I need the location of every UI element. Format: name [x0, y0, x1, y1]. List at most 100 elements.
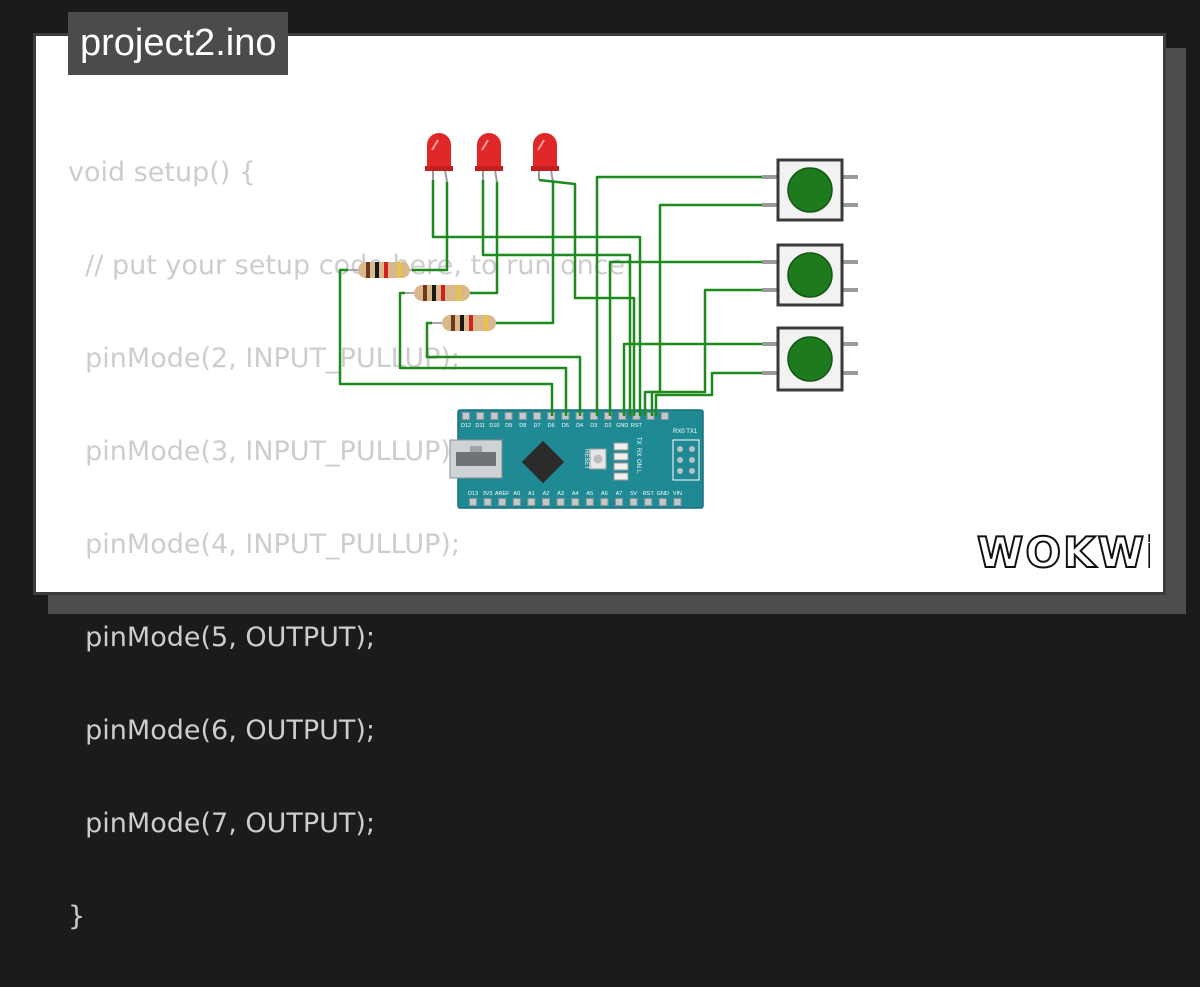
board-leds — [613, 442, 629, 481]
pin-bottom-a4[interactable] — [571, 498, 580, 506]
code-line: pinMode(3, INPUT_PULLUP); — [68, 436, 461, 467]
pin-label-bottom-rst: RST — [643, 491, 655, 497]
pushbutton-1[interactable] — [762, 158, 858, 222]
pin-label-d9: D9 — [505, 423, 512, 429]
pin-label-d5: D5 — [562, 423, 569, 429]
pin-label-d12: D12 — [461, 423, 471, 429]
pin-d11[interactable] — [476, 412, 485, 420]
icsp-header — [672, 439, 700, 481]
pin-label-bottom-a2: A2 — [543, 491, 550, 497]
pin-bottom-a2[interactable] — [542, 498, 550, 506]
pin-bottom-5v[interactable] — [629, 498, 638, 506]
wires — [338, 175, 762, 416]
code-line: void setup() { — [68, 157, 257, 188]
pin-label-bottom-a0: A0 — [513, 491, 520, 497]
wire[interactable] — [538, 178, 636, 416]
pin-bottom-a1[interactable] — [527, 498, 536, 506]
pin-bottom-a0[interactable] — [512, 498, 521, 506]
red-led-1[interactable] — [425, 133, 453, 183]
usb-connector-icon — [449, 439, 503, 479]
rx-tx-label: RX0 TX1 — [673, 429, 698, 435]
pin-label-d3: D3 — [590, 423, 597, 429]
pin-bottom-a3[interactable] — [556, 498, 565, 506]
tx-led-label: TX — [635, 437, 641, 445]
pin-bottom-3v3[interactable] — [483, 498, 492, 506]
pin-d7[interactable] — [533, 412, 541, 420]
wire[interactable] — [425, 321, 582, 416]
pin-label-bottom-a5: A5 — [586, 491, 593, 497]
pin-rx0[interactable] — [646, 412, 655, 420]
wire[interactable] — [622, 342, 762, 416]
project-title[interactable]: project2.ino — [68, 12, 289, 75]
code-line: pinMode(7, OUTPUT); — [68, 808, 376, 839]
code-line: } — [68, 901, 86, 932]
wire[interactable] — [431, 180, 642, 416]
resistor-2[interactable] — [405, 285, 480, 301]
pin-label-d8: D8 — [519, 423, 526, 429]
pin-label-bottom-gnd: GND — [657, 491, 669, 497]
red-led-2[interactable] — [475, 133, 503, 183]
wire[interactable] — [481, 180, 632, 416]
pin-d9[interactable] — [504, 412, 513, 420]
pin-label-bottom-5v: 5V — [630, 491, 637, 497]
pin-label-bottom-vin: VIN — [673, 491, 682, 497]
pin-bottom-a7[interactable] — [615, 498, 623, 506]
pin-label-bottom-d13: D13 — [468, 491, 478, 497]
pin-label-bottom-a3: A3 — [557, 491, 564, 497]
wire[interactable] — [608, 260, 762, 416]
pin-d12[interactable] — [462, 412, 470, 420]
reset-label: RESET — [583, 449, 589, 469]
pin-bottom-rst[interactable] — [644, 498, 653, 506]
pin-d10[interactable] — [490, 412, 499, 420]
pin-bottom-aref[interactable] — [498, 498, 507, 506]
pin-bottom-d13[interactable] — [469, 498, 477, 506]
code-line: pinMode(6, OUTPUT); — [68, 715, 376, 746]
pin-d2[interactable] — [604, 412, 612, 420]
pin-label-bottom-aref: AREF — [495, 491, 510, 497]
pin-label-gnd: GND — [616, 423, 628, 429]
wire[interactable] — [650, 288, 762, 416]
rx-led-label: RX — [635, 448, 641, 456]
pin-label-d11: D11 — [475, 423, 485, 429]
pin-label-bottom-a6: A6 — [601, 491, 608, 497]
pin-label-d6: D6 — [548, 423, 555, 429]
resistor-3[interactable] — [432, 315, 505, 331]
on-led-label: ON — [635, 459, 641, 468]
wire[interactable] — [595, 175, 762, 416]
pin-gnd[interactable] — [618, 412, 627, 420]
pin-label-bottom-a7: A7 — [616, 491, 623, 497]
pin-label-bottom-a4: A4 — [572, 491, 579, 497]
pin-bottom-vin[interactable] — [673, 498, 682, 506]
wokwi-logo[interactable]: WOKWi — [975, 527, 1150, 575]
pin-label-d7: D7 — [533, 423, 540, 429]
pin-label-d10: D10 — [489, 423, 499, 429]
pin-label-bottom-3v3: 3V3 — [483, 491, 493, 497]
pin-bottom-a6[interactable] — [600, 498, 609, 506]
pin-bottom-a5[interactable] — [585, 498, 594, 506]
wire[interactable] — [654, 371, 762, 416]
reset-button[interactable] — [589, 448, 607, 470]
pin-bottom-gnd[interactable] — [658, 498, 667, 506]
code-line: pinMode(4, INPUT_PULLUP); — [68, 529, 461, 560]
pushbutton-2[interactable] — [762, 243, 858, 307]
wokwi-logo-text: WOKWi — [977, 528, 1150, 575]
wire[interactable] — [338, 268, 554, 416]
wire[interactable] — [470, 182, 499, 295]
wire[interactable] — [643, 203, 762, 416]
bottom-pin-header — [469, 498, 682, 506]
pushbutton-3[interactable] — [762, 326, 858, 392]
pin-label-bottom-a1: A1 — [528, 491, 535, 497]
pin-tx1[interactable] — [660, 412, 669, 420]
red-led-3[interactable] — [531, 133, 559, 183]
wire[interactable] — [398, 291, 568, 416]
pin-d8[interactable] — [518, 412, 527, 420]
wire[interactable] — [412, 182, 449, 272]
pin-label-d2: D2 — [604, 423, 611, 429]
resistor-1[interactable] — [348, 262, 422, 278]
l-led-label: L — [635, 470, 641, 474]
wire[interactable] — [496, 182, 555, 325]
